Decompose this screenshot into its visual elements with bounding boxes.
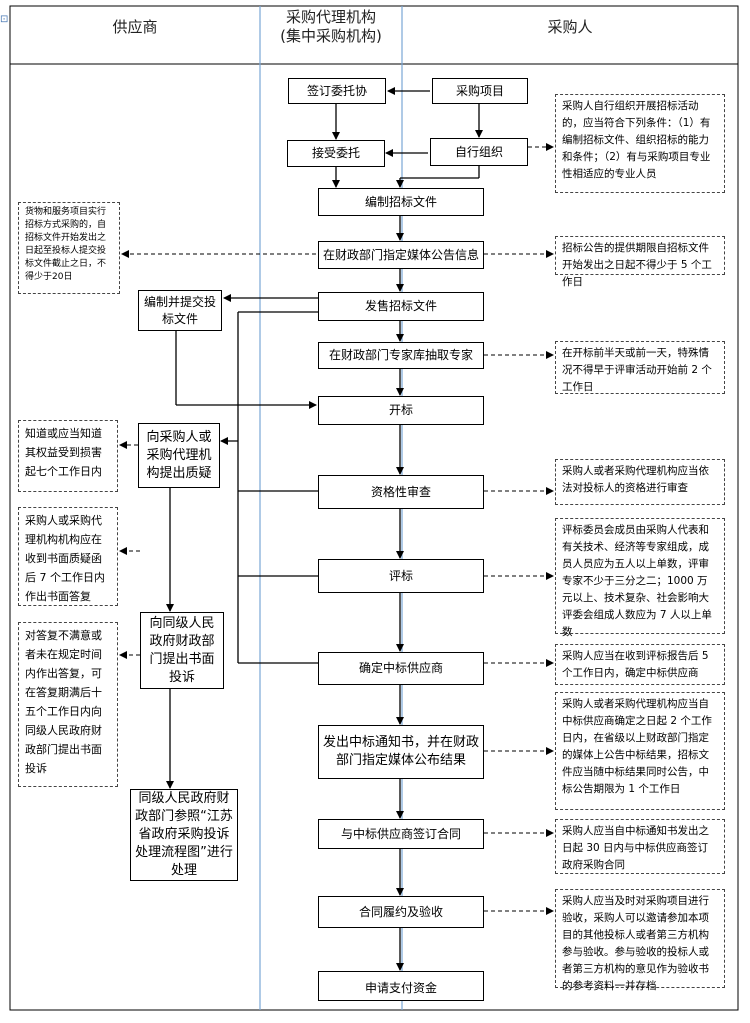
anchor-icon: ⊡	[0, 14, 9, 25]
note-expert-draw-time: 在开标前半天或前一天，特殊情况不得早于评审活动开始前 2 个工作日	[555, 341, 725, 394]
box-handle-complaint: 同级人民政府财政部门参照“江苏省政府采购投诉处理流程图”进行处理	[130, 789, 238, 881]
box-sell-docs: 发售招标文件	[318, 292, 484, 321]
lane-header-agency: 采购代理机构 (集中采购机构)	[260, 8, 402, 46]
note-self-org-conditions: 采购人自行组织开展招标活动的，应当符合下列条件：（1）有编制招标文件、组织招标的…	[555, 94, 725, 193]
lane-header-agency-line1: 采购代理机构	[285, 8, 376, 26]
box-issue-notice: 发出中标通知书，并在财政部门指定媒体公布结果	[318, 725, 484, 779]
lane-header-agency-line2: (集中采购机构)	[280, 27, 382, 45]
box-self-organize: 自行组织	[430, 138, 528, 166]
note-contract-deadline: 采购人应当自中标通知书发出之日起 30 日内与中标供应商签订政府采购合同	[555, 819, 725, 874]
box-apply-payment: 申请支付资金	[318, 971, 484, 1001]
box-evaluation: 评标	[318, 559, 484, 593]
note-committee-composition: 评标委员会成员由采购人代表和有关技术、经济等专家组成，成员人员应为五人以上单数，…	[555, 518, 725, 638]
note-complaint-deadline: 对答复不满意或者未在规定时间内作出答复，可在答复期满后十五个工作日内向同级人民政…	[18, 622, 118, 787]
box-accept-entrust: 接受委托	[287, 140, 385, 167]
note-announce-deadline: 采购人或者采购代理机构应当自中标供应商确定之日起 2 个工作日内，在省级以上财政…	[555, 692, 725, 810]
box-purchase-project: 采购项目	[432, 78, 528, 104]
lane-header-purchaser: 采购人	[547, 18, 593, 36]
box-complain: 向同级人民政府财政部门提出书面投诉	[140, 612, 224, 689]
box-publish-notice: 在财政部门指定媒体公告信息	[318, 241, 484, 269]
note-doc-supply-period: 招标公告的提供期限自招标文件开始发出之日起不得少于 5 个工作日	[555, 236, 725, 288]
note-acceptance: 采购人应当及时对采购项目进行验收，采购人可以邀请参加本项目的其他投标人或者第三方…	[555, 889, 725, 992]
note-query-deadline: 知道或应当知道其权益受到损害起七个工作日内	[18, 420, 118, 492]
note-bid-time-limit: 货物和服务项目实行招标方式采购的，自招标文件开始发出之日起至投标人提交投标文件截…	[18, 202, 120, 294]
box-draw-experts: 在财政部门专家库抽取专家	[318, 342, 484, 369]
box-sign-contract: 与中标供应商签订合同	[318, 819, 484, 849]
note-reply-deadline: 采购人或采购代理机构机构应在收到书面质疑函后 7 个工作日内作出书面答复	[18, 507, 118, 606]
box-qualification-review: 资格性审查	[318, 475, 484, 509]
box-raise-query: 向采购人或采购代理机构提出质疑	[138, 423, 220, 488]
note-determine-deadline: 采购人应当在收到评标报告后 5 个工作日内，确定中标供应商	[555, 644, 725, 685]
box-sign-entrust: 签订委托协	[288, 78, 386, 104]
note-qualification: 采购人或者采购代理机构应当依法对投标人的资格进行审查	[555, 459, 725, 505]
box-compile-docs: 编制招标文件	[318, 188, 484, 216]
box-determine-supplier: 确定中标供应商	[318, 652, 484, 685]
lane-header-supplier: 供应商	[112, 18, 158, 36]
box-fulfill-accept: 合同履约及验收	[318, 896, 484, 928]
box-prepare-bid: 编制并提交投标文件	[138, 290, 222, 331]
box-bid-opening: 开标	[318, 396, 484, 425]
